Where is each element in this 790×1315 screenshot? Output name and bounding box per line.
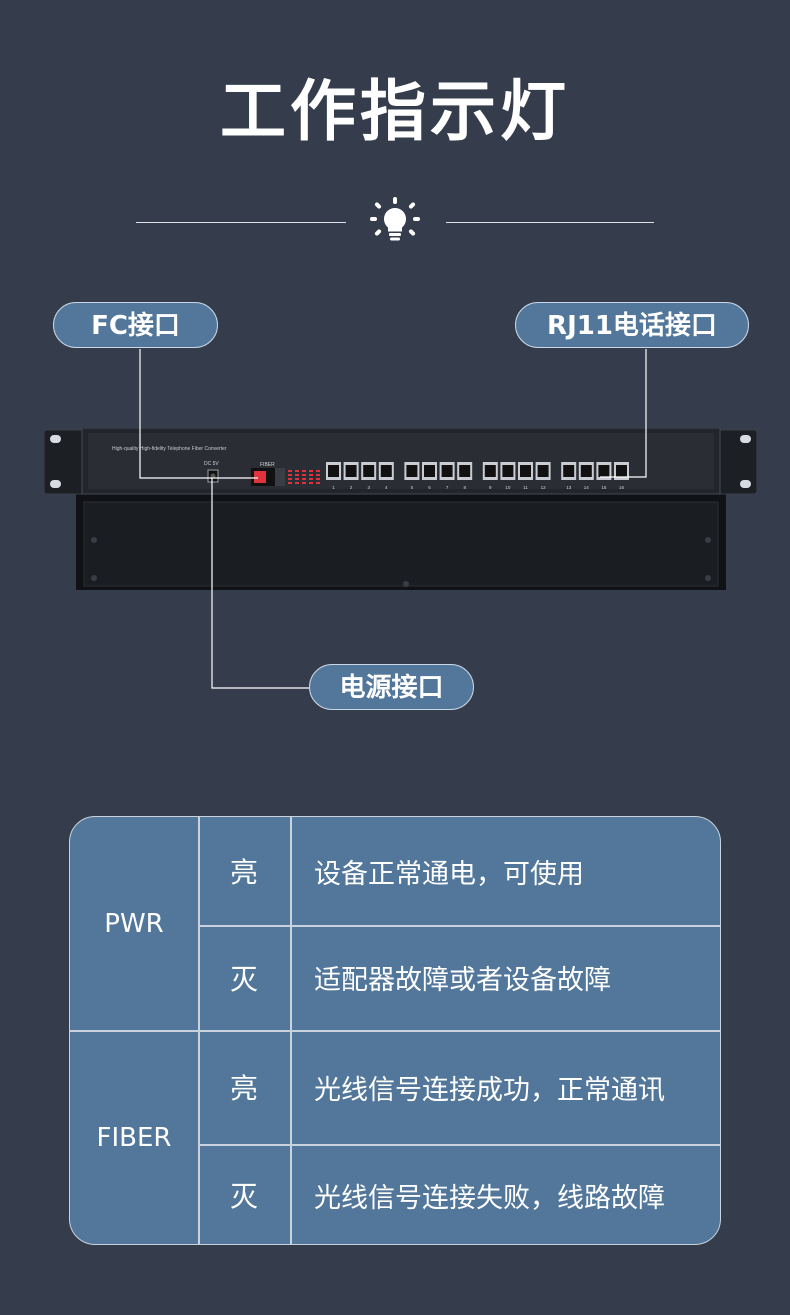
table-divider [198,1144,720,1146]
power-port-callout: 电源接口 [309,664,474,710]
rj11-port [596,462,612,480]
description-cell: 光线信号连接成功，正常通讯 [314,1074,665,1106]
fc-port-callout: FC接口 [53,302,218,348]
status-led [295,474,299,476]
divider-right [446,222,654,223]
port-number: 8 [463,485,466,490]
status-led [302,474,306,476]
rj11-port [561,462,577,480]
status-led [295,470,299,472]
status-led [302,478,306,480]
table-divider [70,1030,720,1032]
state-cell: 灭 [229,1180,258,1213]
group-label-pwr: PWR [104,908,164,939]
indicator-table: PWR 亮 设备正常通电，可使用 灭 适配器故障或者设备故障 FIBER 亮 光… [69,816,721,1245]
port-number: 15 [601,485,607,490]
rj11-port [500,462,516,480]
status-led [295,478,299,480]
status-led [302,470,306,472]
port-number: 6 [428,485,431,490]
rj11-port [518,462,533,480]
rj11-port [326,462,341,480]
divider-left [136,222,346,223]
rj11-port [482,462,498,480]
status-led [316,482,320,484]
port-number: 16 [619,485,625,490]
state-cell: 亮 [229,1072,258,1105]
group-label-fiber: FIBER [96,1123,172,1153]
status-led [309,474,313,476]
port-number: 3 [367,485,370,490]
rj11-port [378,462,394,480]
state-cell: 亮 [229,856,258,889]
status-led [316,474,320,476]
port-number: 11 [523,485,528,490]
rj11-port [422,462,437,480]
port-number: 1 [332,485,335,490]
port-number: 9 [489,485,492,490]
rj11-port [343,462,359,480]
rj11-port [457,462,473,480]
status-led [288,474,292,476]
status-led [288,470,292,472]
status-led [288,482,292,484]
device-brand-text: High-quality High-fidelity Telephone Fib… [112,446,227,452]
dc-label: DC 5V [204,461,219,467]
rj11-port [535,462,551,480]
fiber-label: FIBER [260,462,275,468]
port-number: 2 [350,485,353,490]
lightbulb-icon [368,196,422,250]
rj11-port [614,462,629,480]
port-number: 4 [385,485,388,490]
port-number: 14 [584,485,590,490]
port-number: 7 [446,485,449,490]
port-number: 12 [541,485,547,490]
page-title: 工作指示灯 [220,73,570,150]
rj11-port [439,462,455,480]
description-cell: 光线信号连接失败，线路故障 [314,1182,665,1214]
rj11-port [404,462,420,480]
state-cell: 灭 [229,962,258,996]
status-led [309,478,313,480]
status-led [316,478,320,480]
rj11-port [578,462,594,480]
status-led [316,470,320,472]
rj11-port [361,462,377,480]
status-led [295,482,299,484]
description-cell: 设备正常通电，可使用 [314,858,584,890]
status-led [309,482,313,484]
port-number: 13 [566,485,572,490]
port-number: 5 [411,485,414,490]
status-led [288,478,292,480]
status-led [302,482,306,484]
fiber-converter-device: High-quality High-fidelity Telephone Fib… [43,427,758,598]
port-number: 10 [505,485,511,490]
status-led [309,470,313,472]
description-cell: 适配器故障或者设备故障 [314,965,611,996]
rj11-port-callout: RJ11电话接口 [515,302,749,348]
table-divider [198,925,720,927]
